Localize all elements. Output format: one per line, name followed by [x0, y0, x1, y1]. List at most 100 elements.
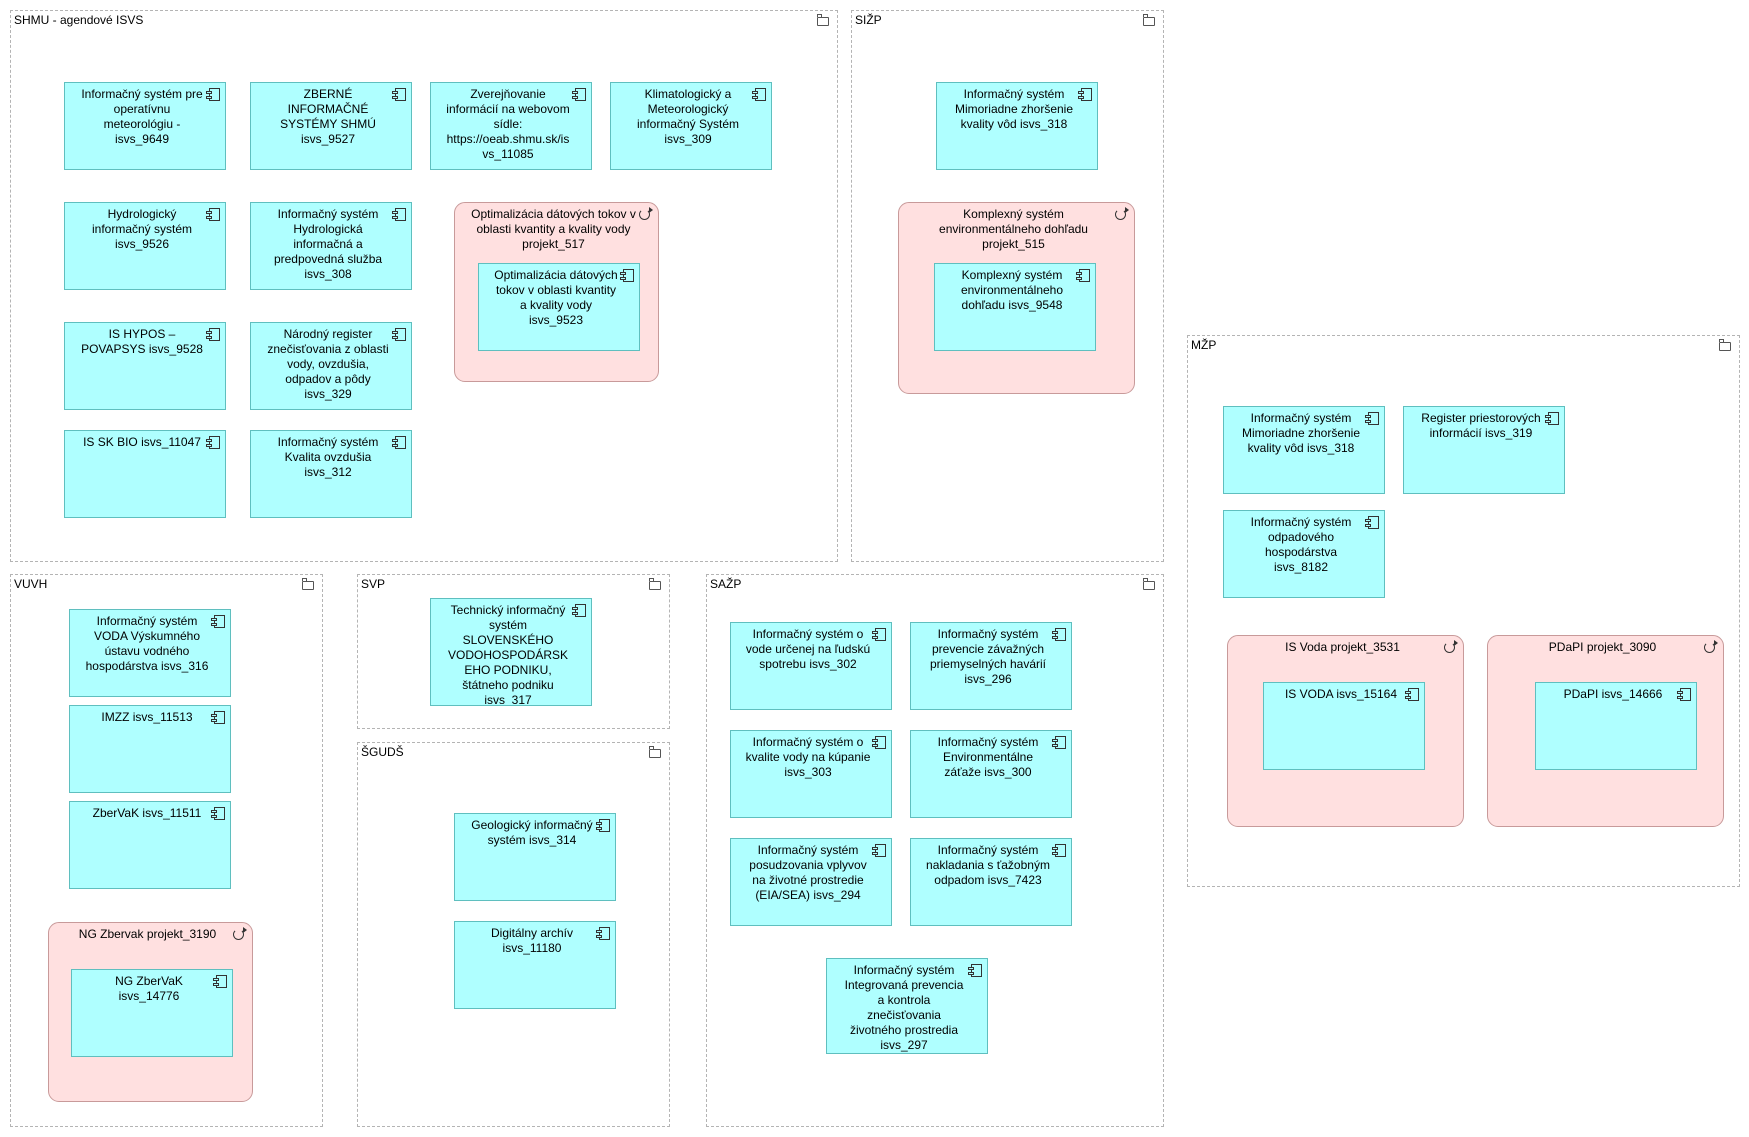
app-isvs-316[interactable]: Informačný systém VODA Výskumného ústavu…: [69, 609, 231, 697]
app-label: Informačný systém posudzovania vplyvov n…: [749, 843, 867, 902]
app-isvs-11180[interactable]: Digitálny archív isvs_11180: [454, 921, 616, 1009]
component-icon: [392, 436, 406, 449]
component-icon: [206, 88, 220, 101]
app-label: ZberVaK isvs_11511: [92, 806, 202, 820]
group-vuvh[interactable]: VUVH: [10, 574, 323, 1127]
project-3190[interactable]: NG Zbervak projekt_3190 NG ZberVaK isvs_…: [48, 922, 253, 1102]
app-isvs-9526[interactable]: Hydrologický informačný systém isvs_9526: [64, 202, 226, 290]
app-isvs-309[interactable]: Klimatologický a Meteorologický informač…: [610, 82, 772, 170]
app-isvs-329[interactable]: Národný register znečisťovania z oblasti…: [250, 322, 412, 410]
app-label: Informačný systém Mimoriadne zhoršenie k…: [1241, 411, 1361, 455]
app-isvs-8182[interactable]: Informačný systém odpadového hospodárstv…: [1223, 510, 1385, 598]
app-isvs-308[interactable]: Informačný systém Hydrologická informačn…: [250, 202, 412, 290]
app-isvs-9528[interactable]: IS HYPOS – POVAPSYS isvs_9528: [64, 322, 226, 410]
component-icon: [572, 604, 586, 617]
group-svp[interactable]: SVP: [357, 574, 670, 729]
project-515[interactable]: Komplexný systém environmentálneho dohľa…: [898, 202, 1135, 394]
app-isvs-14666[interactable]: PDaPI isvs_14666: [1535, 682, 1697, 770]
app-isvs-9649[interactable]: Informačný systém pre operatívnu meteoro…: [64, 82, 226, 170]
app-isvs-11047[interactable]: IS SK BIO isvs_11047: [64, 430, 226, 518]
component-icon: [1365, 412, 1379, 425]
app-isvs-296[interactable]: Informačný systém prevencie závažných pr…: [910, 622, 1072, 710]
component-icon: [213, 975, 227, 988]
app-label: Informačný systém Integrovaná prevencia …: [844, 963, 964, 1052]
app-isvs-9527[interactable]: ZBERNÉ INFORMAČNÉ SYSTÉMY SHMÚ isvs_9527: [250, 82, 412, 170]
app-isvs-11511[interactable]: ZberVaK isvs_11511: [69, 801, 231, 889]
app-isvs-11085[interactable]: Zverejňovanie informácií na webovom sídl…: [430, 82, 592, 170]
group-shmu[interactable]: SHMU - agendové ISVS: [10, 10, 838, 562]
app-isvs-314[interactable]: Geologický informačný systém isvs_314: [454, 813, 616, 901]
app-label: Informačný systém Hydrologická informačn…: [273, 207, 383, 281]
project-label: IS Voda projekt_3531: [1285, 640, 1400, 654]
component-icon: [206, 208, 220, 221]
app-isvs-297[interactable]: Informačný systém Integrovaná prevencia …: [826, 958, 988, 1054]
app-label: Informačný systém Environmentálne záťaže…: [937, 735, 1039, 779]
component-icon: [211, 807, 225, 820]
group-label: SVP: [361, 577, 386, 591]
app-label: PDaPI isvs_14666: [1563, 687, 1663, 701]
project-icon: [639, 207, 653, 220]
group-mzp[interactable]: MŽP: [1187, 335, 1740, 887]
component-icon: [968, 964, 982, 977]
folder-icon: [649, 578, 661, 590]
app-isvs-7423[interactable]: Informačný systém nakladania s ťažobným …: [910, 838, 1072, 926]
app-label: Informačný systém o kvalite vody na kúpa…: [745, 735, 871, 779]
component-icon: [211, 615, 225, 628]
app-isvs-14776[interactable]: NG ZberVaK isvs_14776: [71, 969, 233, 1057]
group-label: ŠGUDŠ: [361, 745, 404, 759]
component-icon: [206, 436, 220, 449]
group-sizp[interactable]: SIŽP: [851, 10, 1164, 562]
component-icon: [392, 88, 406, 101]
app-label: Informačný systém odpadového hospodárstv…: [1250, 515, 1352, 574]
app-label: Informačný systém o vode určenej na ľuds…: [745, 627, 871, 671]
component-icon: [1052, 628, 1066, 641]
app-label: Informačný systém prevencie závažných pr…: [929, 627, 1047, 686]
app-isvs-302[interactable]: Informačný systém o vode určenej na ľuds…: [730, 622, 892, 710]
app-isvs-300[interactable]: Informačný systém Environmentálne záťaže…: [910, 730, 1072, 818]
folder-icon: [1719, 339, 1731, 351]
app-isvs-317[interactable]: Technický informačný systém SLOVENSKÉHO …: [430, 598, 592, 706]
project-517[interactable]: Optimalizácia dátových tokov v oblasti k…: [454, 202, 659, 382]
app-isvs-9523[interactable]: Optimalizácia dátových tokov v oblasti k…: [478, 263, 640, 351]
group-sguds[interactable]: ŠGUDŠ: [357, 742, 670, 1127]
folder-icon: [817, 14, 829, 26]
app-label: IMZZ isvs_11513: [101, 710, 193, 724]
app-label: Informačný systém VODA Výskumného ústavu…: [85, 614, 209, 673]
component-icon: [620, 269, 634, 282]
app-label: Optimalizácia dátových tokov v oblasti k…: [494, 268, 618, 327]
project-label: PDaPI projekt_3090: [1548, 640, 1657, 654]
component-icon: [1052, 736, 1066, 749]
app-label: Hydrologický informačný systém isvs_9526: [91, 207, 193, 251]
project-3090[interactable]: PDaPI projekt_3090 PDaPI isvs_14666: [1487, 635, 1724, 827]
app-label: Register priestorových informácií isvs_3…: [1421, 411, 1541, 440]
app-isvs-15164[interactable]: IS VODA isvs_15164: [1263, 682, 1425, 770]
group-label: SHMU - agendové ISVS: [14, 13, 144, 27]
component-icon: [872, 844, 886, 857]
app-label: Zverejňovanie informácií na webovom sídl…: [446, 87, 570, 161]
component-icon: [572, 88, 586, 101]
app-label: IS HYPOS – POVAPSYS isvs_9528: [81, 327, 203, 356]
component-icon: [206, 328, 220, 341]
project-3531[interactable]: IS Voda projekt_3531 IS VODA isvs_15164: [1227, 635, 1464, 827]
component-icon: [392, 208, 406, 221]
component-icon: [1076, 269, 1090, 282]
app-isvs-303[interactable]: Informačný systém o kvalite vody na kúpa…: [730, 730, 892, 818]
app-label: IS SK BIO isvs_11047: [83, 435, 201, 449]
app-isvs-318-sizp[interactable]: Informačný systém Mimoriadne zhoršenie k…: [936, 82, 1098, 170]
group-sazp[interactable]: SAŽP: [706, 574, 1164, 1127]
app-label: Klimatologický a Meteorologický informač…: [636, 87, 740, 146]
app-isvs-318-mzp[interactable]: Informačný systém Mimoriadne zhoršenie k…: [1223, 406, 1385, 494]
project-label: NG Zbervak projekt_3190: [78, 927, 217, 941]
project-icon: [233, 927, 247, 940]
component-icon: [211, 711, 225, 724]
app-isvs-9548[interactable]: Komplexný systém environmentálneho dohľa…: [934, 263, 1096, 351]
app-label: Národný register znečisťovania z oblasti…: [267, 327, 389, 401]
app-isvs-11513[interactable]: IMZZ isvs_11513: [69, 705, 231, 793]
folder-icon: [302, 578, 314, 590]
component-icon: [1677, 688, 1691, 701]
app-isvs-312[interactable]: Informačný systém Kvalita ovzdušia isvs_…: [250, 430, 412, 518]
app-isvs-319[interactable]: Register priestorových informácií isvs_3…: [1403, 406, 1565, 494]
app-isvs-294[interactable]: Informačný systém posudzovania vplyvov n…: [730, 838, 892, 926]
group-label: SIŽP: [855, 13, 882, 27]
component-icon: [392, 328, 406, 341]
